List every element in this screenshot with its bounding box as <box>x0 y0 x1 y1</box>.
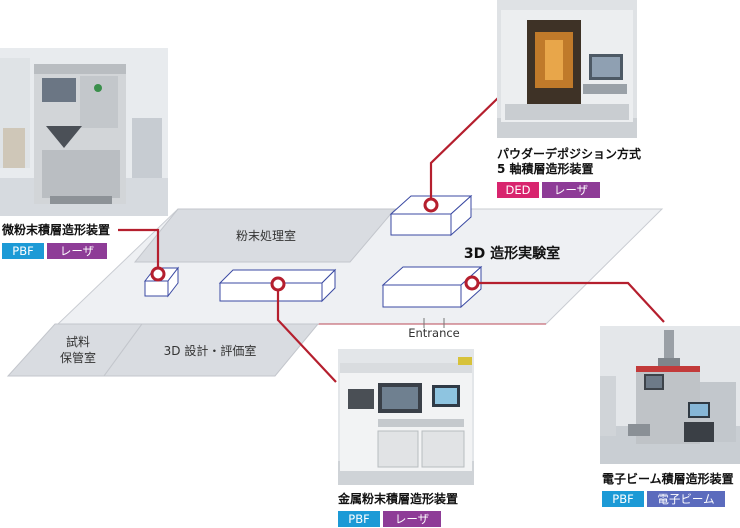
connector-ded <box>429 97 499 205</box>
caption-electron-beam: 電子ビーム積層造形装置 <box>602 472 734 487</box>
room-sample-storage-label-line1: 試料 <box>66 334 90 349</box>
caption-micro-powder: 微粉末積層造形装置 <box>2 223 110 238</box>
tag-laser: レーザ <box>47 243 107 259</box>
photo-electron-beam-machine <box>600 326 740 464</box>
connector-dot-ded <box>423 197 439 213</box>
caption-ded-line1: パウダーデポジション方式 <box>497 147 642 161</box>
connector-dot-micro-powder <box>150 266 166 282</box>
tags-electron-beam: PBF 電子ビーム <box>602 491 725 507</box>
caption-ded-line2: 5 軸積層造形装置 <box>497 162 594 176</box>
tag-electron-beam: 電子ビーム <box>647 491 725 507</box>
tag-laser: レーザ <box>542 182 600 198</box>
tag-pbf: PBF <box>338 511 380 527</box>
entrance-label: Entrance <box>408 326 460 340</box>
tag-ded: DED <box>497 182 539 198</box>
room-design-evaluation-label: 3D 設計・評価室 <box>164 343 257 358</box>
tag-pbf: PBF <box>2 243 44 259</box>
tags-ded: DED レーザ <box>497 182 600 198</box>
connector-dot-metal-powder <box>270 276 286 292</box>
tags-micro-powder: PBF レーザ <box>2 243 107 259</box>
machine-box-metal-powder <box>218 268 337 303</box>
room-powder-processing <box>133 208 397 263</box>
connector-electron-beam <box>472 281 665 323</box>
caption-micro-powder-line1: 微粉末積層造形装置 <box>2 223 111 237</box>
caption-metal-powder: 金属粉末積層造形装置 <box>338 492 458 507</box>
connector-metal-powder <box>276 284 337 383</box>
tag-laser: レーザ <box>383 511 441 527</box>
photo-ded-machine <box>497 0 637 138</box>
tag-pbf: PBF <box>602 491 644 507</box>
room-sample-storage-label-line2: 保管室 <box>60 350 96 365</box>
photo-metal-powder-machine <box>338 349 474 485</box>
photo-micro-powder-machine <box>0 48 168 216</box>
connector-micro-powder <box>118 228 160 274</box>
caption-electron-beam-line1: 電子ビーム積層造形装置 <box>602 472 734 486</box>
room-powder-processing-label: 粉末処理室 <box>236 228 296 243</box>
machine-box-ded <box>389 194 473 237</box>
caption-ded: パウダーデポジション方式 5 軸積層造形装置 <box>497 147 641 177</box>
lab-title: 3D 造形実験室 <box>464 245 560 262</box>
tags-metal-powder: PBF レーザ <box>338 511 441 527</box>
caption-metal-powder-line1: 金属粉末積層造形装置 <box>338 492 459 506</box>
connector-dot-electron-beam <box>464 275 480 291</box>
room-design-evaluation <box>103 323 320 377</box>
